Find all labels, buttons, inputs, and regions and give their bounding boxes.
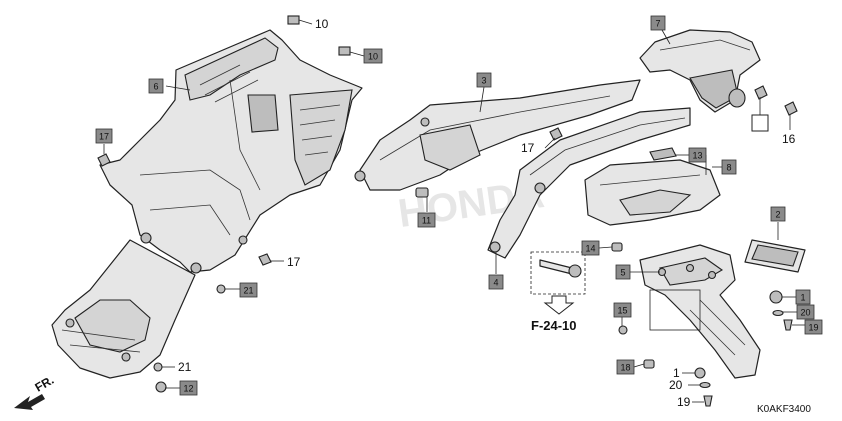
svg-text:3: 3 (481, 76, 486, 86)
label-1-lower[interactable]: 1 (673, 366, 680, 380)
callout-12[interactable]: 12 (179, 380, 198, 396)
svg-text:17: 17 (99, 132, 109, 142)
svg-text:18: 18 (620, 363, 630, 373)
svg-text:15: 15 (617, 306, 627, 316)
callout-5[interactable]: 5 (615, 264, 631, 280)
reflector[interactable] (744, 239, 806, 273)
label-16[interactable]: 16 (782, 132, 796, 146)
svg-text:20: 20 (800, 308, 810, 318)
callout-19[interactable]: 19 (804, 319, 823, 335)
svg-text:5: 5 (620, 268, 625, 278)
svg-text:2: 2 (775, 210, 780, 220)
callout-10[interactable]: 10 (363, 48, 383, 64)
seat-rail[interactable] (354, 79, 641, 191)
clip-17a[interactable] (97, 153, 111, 167)
nut-15[interactable] (618, 325, 628, 335)
svg-text:4: 4 (493, 278, 498, 288)
svg-text:13: 13 (692, 151, 702, 161)
svg-text:7: 7 (655, 19, 660, 29)
callout-7[interactable]: 7 (650, 15, 666, 31)
bolt-18[interactable] (643, 359, 655, 369)
reference-label[interactable]: F-24-10 (531, 318, 577, 333)
nut-21a[interactable] (216, 284, 226, 294)
callout-1[interactable]: 1 (795, 289, 811, 305)
callout-18[interactable]: 18 (616, 359, 635, 375)
collar-1a[interactable] (769, 290, 783, 304)
svg-text:6: 6 (153, 82, 158, 92)
clip-16b[interactable] (784, 101, 798, 116)
label-17-center[interactable]: 17 (521, 141, 535, 155)
collar-1b[interactable] (694, 367, 706, 379)
label-21-lower[interactable]: 21 (178, 360, 192, 374)
reference-arrow (543, 295, 575, 315)
callout-4[interactable]: 4 (488, 274, 504, 290)
callout-15[interactable]: 15 (613, 302, 632, 318)
callout-13[interactable]: 13 (688, 147, 707, 163)
clip-17c[interactable] (549, 127, 563, 141)
washer-20a[interactable] (772, 309, 784, 317)
bracket-dimension-box (649, 289, 701, 331)
screw-19b[interactable] (703, 395, 713, 407)
callout-17[interactable]: 17 (95, 128, 113, 144)
callout-21[interactable]: 21 (239, 282, 258, 298)
callout-6[interactable]: 6 (148, 78, 164, 94)
splash-guard[interactable] (51, 239, 196, 379)
callout-3[interactable]: 3 (476, 72, 492, 88)
callout-8[interactable]: 8 (721, 159, 737, 175)
clip-17b[interactable] (258, 253, 272, 266)
nut-21b[interactable] (153, 362, 163, 372)
label-10[interactable]: 10 (315, 17, 329, 31)
bolt-14[interactable] (611, 242, 623, 252)
washer-20b[interactable] (699, 381, 711, 389)
svg-text:14: 14 (585, 244, 595, 254)
bolt-11[interactable] (415, 187, 429, 198)
callout-14[interactable]: 14 (581, 240, 600, 256)
svg-text:21: 21 (243, 286, 253, 296)
bolt-12[interactable] (155, 381, 167, 393)
rear-stay[interactable] (487, 107, 691, 259)
screw-19a[interactable] (783, 319, 793, 331)
callout-20[interactable]: 20 (796, 304, 815, 320)
rubber-cushion-10b[interactable] (338, 46, 351, 56)
heat-guard[interactable] (584, 159, 721, 226)
diagram-code: K0AKF3400 (757, 404, 811, 415)
label-20-lower[interactable]: 20 (669, 378, 683, 392)
rear-inner-fender[interactable] (99, 29, 363, 274)
clip-16a[interactable] (754, 85, 768, 100)
svg-text:19: 19 (808, 323, 818, 333)
svg-text:1: 1 (800, 293, 805, 303)
svg-text:8: 8 (726, 163, 731, 173)
label-19-lower[interactable]: 19 (677, 395, 691, 409)
clip-box (751, 114, 769, 132)
reference-box (530, 251, 586, 295)
label-17-left[interactable]: 17 (287, 255, 301, 269)
long-bolt[interactable] (539, 259, 582, 278)
front-direction-arrow: FR. (14, 373, 56, 410)
svg-text:11: 11 (422, 216, 431, 226)
svg-text:12: 12 (183, 384, 193, 394)
front-label: FR. (33, 373, 57, 395)
tail-cover[interactable] (639, 29, 761, 113)
callout-11[interactable]: 11 (417, 212, 436, 228)
callout-2[interactable]: 2 (770, 206, 786, 222)
svg-text:10: 10 (368, 52, 378, 62)
seal-13[interactable] (649, 147, 677, 161)
rubber-cushion-10a[interactable] (287, 15, 300, 25)
